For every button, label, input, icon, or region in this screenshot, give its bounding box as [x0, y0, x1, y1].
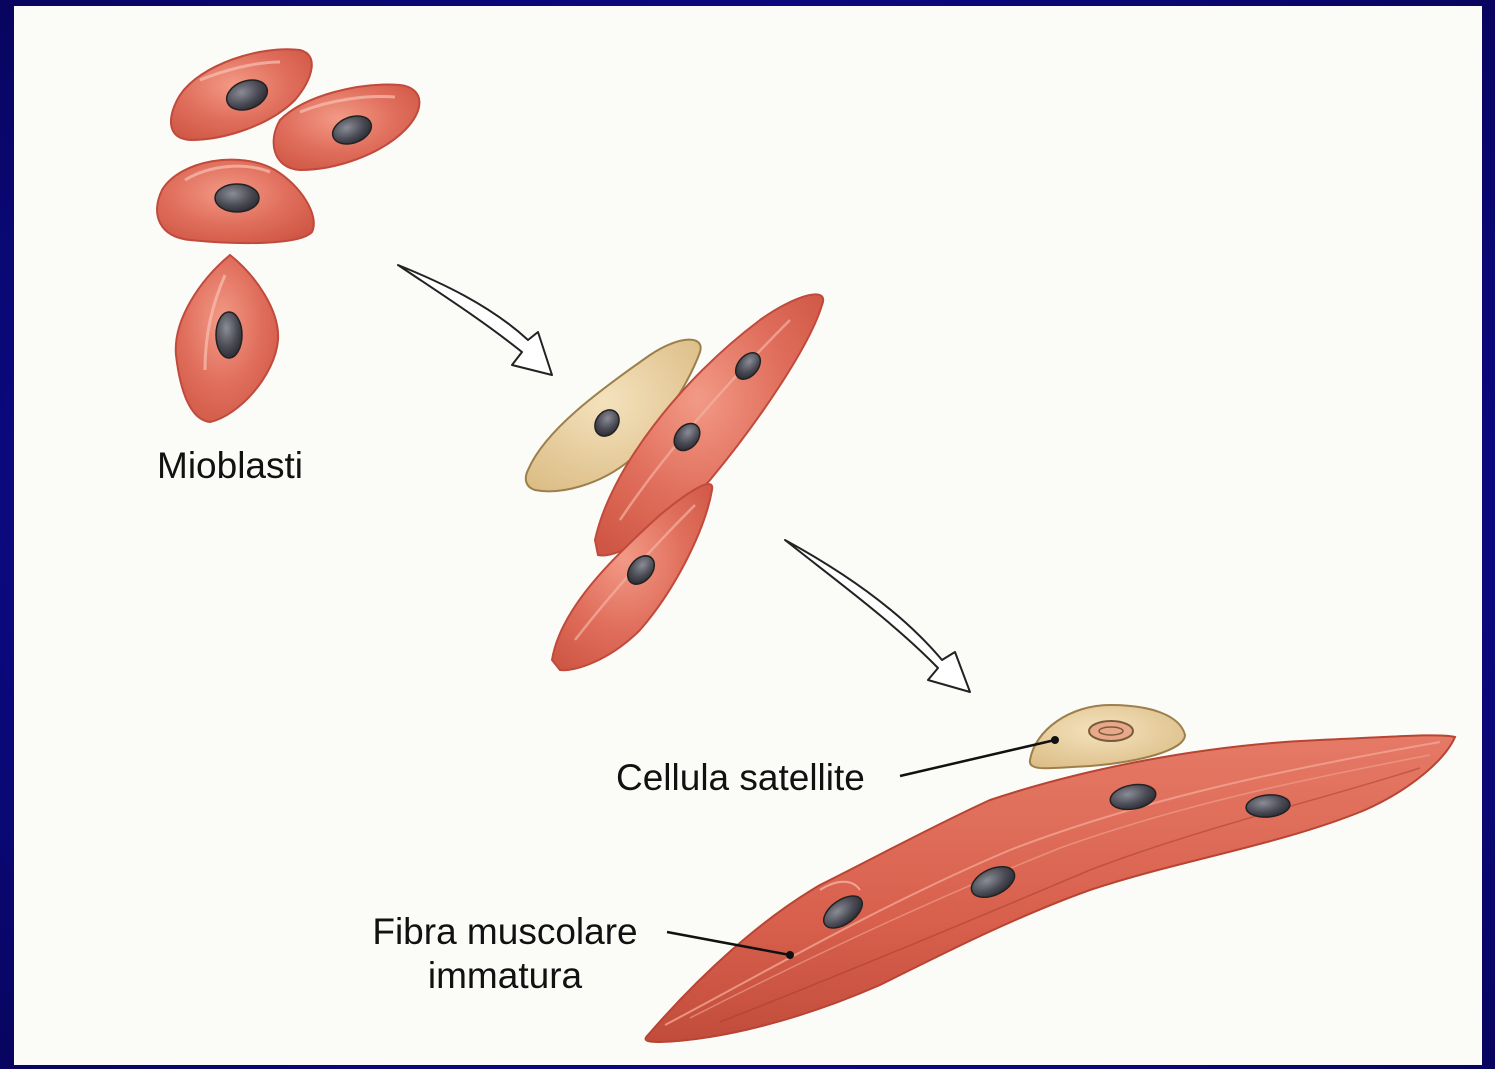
myoblast-cell: [157, 160, 314, 244]
label-myoblasts: Mioblasti: [157, 444, 303, 488]
label-immature-fiber-line2: immatura: [356, 954, 654, 998]
label-satellite-cell: Cellula satellite: [616, 756, 865, 800]
label-immature-fiber: Fibra muscolare immatura: [356, 910, 654, 998]
arrow-icon: [785, 540, 970, 692]
myoblast-cell: [176, 255, 278, 422]
arrow-icon: [398, 265, 552, 375]
label-immature-fiber-line1: Fibra muscolare: [356, 910, 654, 954]
